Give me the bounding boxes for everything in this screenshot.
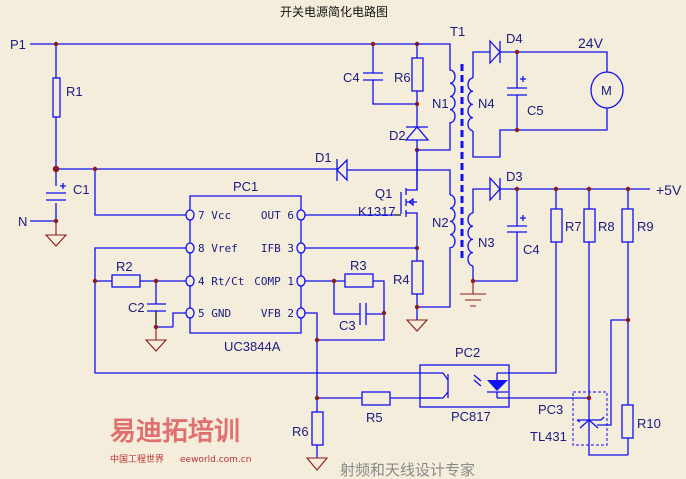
input-section: P1 N R1 C1 <box>10 37 417 247</box>
label-n1: N1 <box>432 96 449 111</box>
tl431-package <box>572 391 608 446</box>
label-5v: +5V <box>656 182 682 198</box>
label-c5: C5 <box>527 103 544 118</box>
output-24v: M D4 C5 24V <box>472 31 624 158</box>
label-r1: R1 <box>66 84 83 99</box>
pin-4 <box>185 275 195 287</box>
pin-label-vcc: 7 Vcc <box>198 209 231 222</box>
resistor-r6-feedback <box>311 411 324 446</box>
label-r7: R7 <box>565 219 582 234</box>
label-n4: N4 <box>478 96 495 111</box>
label-24v: 24V <box>578 35 604 51</box>
ground-icon <box>305 457 329 471</box>
label-q1-part: K1317 <box>358 204 396 219</box>
terminal-n: N <box>18 214 27 229</box>
label-d1: D1 <box>315 150 332 165</box>
capacitor-c1 <box>46 183 66 201</box>
label-c2: C2 <box>128 300 145 315</box>
label-r4: R4 <box>393 272 410 287</box>
pin-2 <box>296 307 306 319</box>
watermark-line3: 中国工程世界 <box>110 453 164 465</box>
timing-network: R2 C2 <box>92 247 420 374</box>
label-n2: N2 <box>432 215 449 230</box>
resistor-r7 <box>550 208 563 243</box>
diagram-title: 开关电源简化电路图 <box>280 4 388 19</box>
resistor-r10 <box>621 404 634 439</box>
resistor-r1 <box>52 77 61 118</box>
label-r2: R2 <box>116 259 133 274</box>
pin-1 <box>296 275 306 287</box>
label-r6-snubber: R6 <box>394 70 411 85</box>
label-r3: R3 <box>350 258 367 273</box>
ground-icon <box>405 319 429 332</box>
snubber: C4 R6 D2 <box>343 41 430 190</box>
pin-7 <box>185 209 195 221</box>
resistor-r8 <box>583 208 596 243</box>
polarity-plus-icon <box>60 183 66 189</box>
resistor-r6-snubber <box>411 57 424 92</box>
output-5v: D3 C4 +5V <box>460 169 682 307</box>
resistor-r2 <box>111 274 141 288</box>
label-n3: N3 <box>478 235 495 250</box>
label-c3: C3 <box>339 318 356 333</box>
watermark-line1: 易迪拓培训 <box>110 417 240 447</box>
compensation-network: R3 C3 R6 R5 <box>292 258 440 471</box>
diode-d1: D1 <box>315 150 451 195</box>
resistor-r4 <box>411 260 424 295</box>
optocoupler-pc2: PC2 PC817 <box>419 242 589 424</box>
label-t1: T1 <box>450 24 465 39</box>
label-pc1: PC1 <box>233 179 258 194</box>
resistor-r3 <box>344 273 374 288</box>
pin-8 <box>185 242 195 254</box>
label-d3: D3 <box>506 169 523 184</box>
label-r8: R8 <box>598 219 615 234</box>
ground-icon <box>44 221 68 247</box>
pin-label-out: OUT 6 <box>261 209 294 222</box>
label-d2: D2 <box>389 128 406 143</box>
pin-6 <box>296 209 306 221</box>
earth-ground-icon <box>460 281 486 307</box>
label-d4: D4 <box>506 31 523 46</box>
watermark-line4: eeworld.com.cn <box>180 455 251 465</box>
pin-label-rtct: 4 Rt/Ct <box>198 275 244 288</box>
label-tl431: TL431 <box>530 429 567 444</box>
label-pc2: PC2 <box>455 345 480 360</box>
ground-icon <box>144 327 168 352</box>
label-r5: R5 <box>366 410 383 425</box>
ic-pc1: PC1 UC3844A 7 Vcc 8 Vref 4 Rt/Ct 5 GND O… <box>185 179 417 354</box>
motor-icon <box>590 71 624 109</box>
pin-label-vref: 8 Vref <box>198 242 238 255</box>
pin-label-gnd: 5 GND <box>198 307 231 320</box>
mosfet-q1: Q1 K1317 R4 <box>358 150 429 332</box>
watermark-line2: 射频和天线设计专家 <box>340 461 475 479</box>
label-c4-snubber: C4 <box>343 70 360 85</box>
label-q1: Q1 <box>375 186 392 201</box>
label-r10: R10 <box>637 416 661 431</box>
label-r9: R9 <box>637 219 654 234</box>
resistor-r5 <box>361 391 391 406</box>
pin-3 <box>296 242 306 254</box>
label-pc3: PC3 <box>538 402 563 417</box>
polarity-plus-icon <box>520 76 526 82</box>
label-uc3844a: UC3844A <box>224 339 281 354</box>
polarity-plus-icon <box>520 215 526 221</box>
label-motor: M <box>601 83 612 98</box>
pin-5 <box>185 307 195 319</box>
pin-label-comp: COMP 1 <box>254 275 294 288</box>
resistor-r9 <box>621 208 634 243</box>
label-r6-feedback: R6 <box>292 424 309 439</box>
feedback-network: R7 R8 R9 R10 PC3 TL431 <box>530 186 661 456</box>
label-pc817: PC817 <box>451 409 491 424</box>
transformer-t1: T1 N1 N2 N4 N3 <box>417 24 495 308</box>
label-c4-output: C4 <box>523 242 540 257</box>
pin-label-ifb: IFB 3 <box>261 242 294 255</box>
terminal-p1: P1 <box>10 37 26 52</box>
label-c1: C1 <box>73 182 90 197</box>
pin-label-vfb: VFB 2 <box>261 307 294 320</box>
watermark-logo: 易迪拓培训 中国工程世界 eeworld.com.cn 射频和天线设计专家 <box>110 417 475 479</box>
